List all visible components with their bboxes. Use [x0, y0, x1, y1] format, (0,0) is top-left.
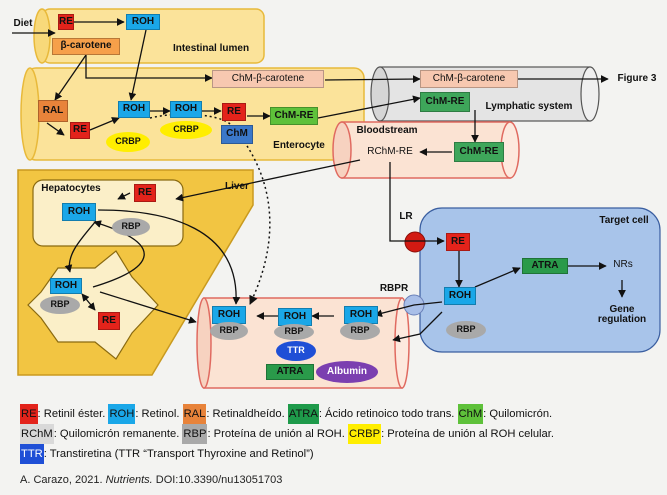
target-cell-compartment — [419, 207, 661, 353]
rbp-ellipse-hepatocyte: RBP — [112, 218, 150, 236]
figure3-label: Figure 3 — [617, 72, 657, 84]
legend-text-crbp: : Proteína de unión al ROH celular. — [381, 428, 554, 440]
diet-label: Diet — [13, 17, 33, 29]
legend-key-chm: ChM — [457, 404, 484, 424]
crbp-ellipse-2: CRBP — [160, 121, 212, 139]
albumin-ellipse: Albumin — [316, 361, 378, 383]
lr-label: LR — [399, 210, 413, 222]
legend-key-rchm: RChM — [20, 424, 54, 444]
legend-text-ral: : Retinaldheído. — [206, 408, 288, 420]
legend-key-rbp: RBP — [182, 424, 208, 444]
intestinal-lumen-label: Intestinal lumen — [172, 42, 250, 54]
legend-text-ttr: : Transtiretina (TTR “Transport Thyroxin… — [43, 448, 314, 460]
re-box-target: RE — [446, 233, 470, 251]
rchm-re-label: RChM-RE — [367, 145, 413, 157]
legend-line-3: TTR: Transtiretina (TTR “Transport Thyro… — [20, 444, 660, 464]
rbpr-label: RBPR — [379, 282, 409, 294]
chm-re-box-blood: ChM-RE — [454, 142, 504, 162]
re-box-hepatocyte: RE — [134, 184, 156, 202]
re-box-stellate: RE — [98, 312, 120, 330]
citation: A. Carazo, 2021. Nutrients. DOI:10.3390/… — [20, 474, 282, 486]
re-box-lumen: RE — [58, 14, 74, 30]
chm-beta-carotene-box-lymph: ChM-β-carotene — [420, 70, 518, 88]
rbp-ellipse-plasma-1: RBP — [210, 322, 248, 340]
re-box-enterocyte-right: RE — [222, 103, 246, 121]
beta-carotene-box: β-carotene — [52, 38, 120, 55]
roh-box-enterocyte-1: ROH — [118, 101, 150, 118]
lr-receptor — [404, 231, 426, 253]
roh-box-lumen: ROH — [126, 14, 160, 30]
rbp-ellipse-target: RBP — [446, 321, 486, 339]
atra-box-target: ATRA — [522, 258, 568, 274]
legend-text-atra: : Ácido retinoico todo trans. — [318, 408, 458, 420]
rbp-ellipse-plasma-3: RBP — [340, 322, 380, 340]
citation-journal: Nutrients. — [105, 474, 153, 486]
legend-text-chm: : Quilomicrón. — [483, 408, 553, 420]
chm-box: ChM — [221, 125, 253, 144]
gene-regulation-label: Gene regulation — [597, 303, 647, 325]
atra-box-plasma: ATRA — [266, 364, 314, 380]
legend-text-rbp: : Proteína de unión al ROH. — [207, 428, 348, 440]
legend-text-rchm: : Quilomicrón remanente. — [53, 428, 183, 440]
bloodstream-label: Bloodstream — [356, 124, 418, 136]
legend-key-crbp: CRBP — [347, 424, 382, 444]
legend-key-ttr: TTR — [20, 444, 44, 464]
liver-label: Liver — [225, 180, 249, 192]
legend-text-re: : Retinil éster. — [37, 408, 109, 420]
legend-text-roh: : Retinol. — [135, 408, 183, 420]
legend-key-ral: RAL — [182, 404, 207, 424]
roh-box-target: ROH — [444, 287, 476, 305]
rbp-ellipse-plasma-2: RBP — [274, 324, 314, 340]
roh-box-hepatocyte: ROH — [62, 203, 96, 221]
lymphatic-system-label: Lymphatic system — [485, 100, 573, 112]
roh-box-enterocyte-2: ROH — [170, 101, 202, 118]
ral-box: RAL — [38, 100, 68, 122]
crbp-ellipse-1: CRBP — [106, 132, 150, 152]
roh-box-stellate: ROH — [50, 278, 82, 294]
legend-key-re: RE — [20, 404, 38, 424]
legend-line-1: RE: Retinil éster. ROH: Retinol. RAL: Re… — [20, 404, 660, 424]
chm-re-box-enterocyte: ChM-RE — [270, 107, 318, 125]
rbp-ellipse-stellate: RBP — [40, 296, 80, 314]
legend-key-roh: ROH — [108, 404, 136, 424]
target-cell-label: Target cell — [599, 214, 649, 226]
legend-key-atra: ATRA — [287, 404, 319, 424]
ttr-ellipse: TTR — [276, 341, 316, 361]
citation-authors: A. Carazo, 2021. — [20, 474, 106, 486]
legend-line-2: RChM: Quilomicrón remanente. RBP: Proteí… — [20, 424, 660, 444]
hepatocytes-label: Hepatocytes — [41, 182, 101, 194]
re-box-enterocyte-left: RE — [70, 122, 90, 139]
citation-doi: DOI:10.3390/nu13051703 — [152, 474, 283, 486]
chm-re-box-lymph: ChM-RE — [420, 92, 470, 112]
enterocyte-label: Enterocyte — [273, 139, 325, 151]
chm-beta-carotene-box-enterocyte: ChM-β-carotene — [212, 70, 324, 88]
nrs-label: NRs — [613, 258, 633, 270]
